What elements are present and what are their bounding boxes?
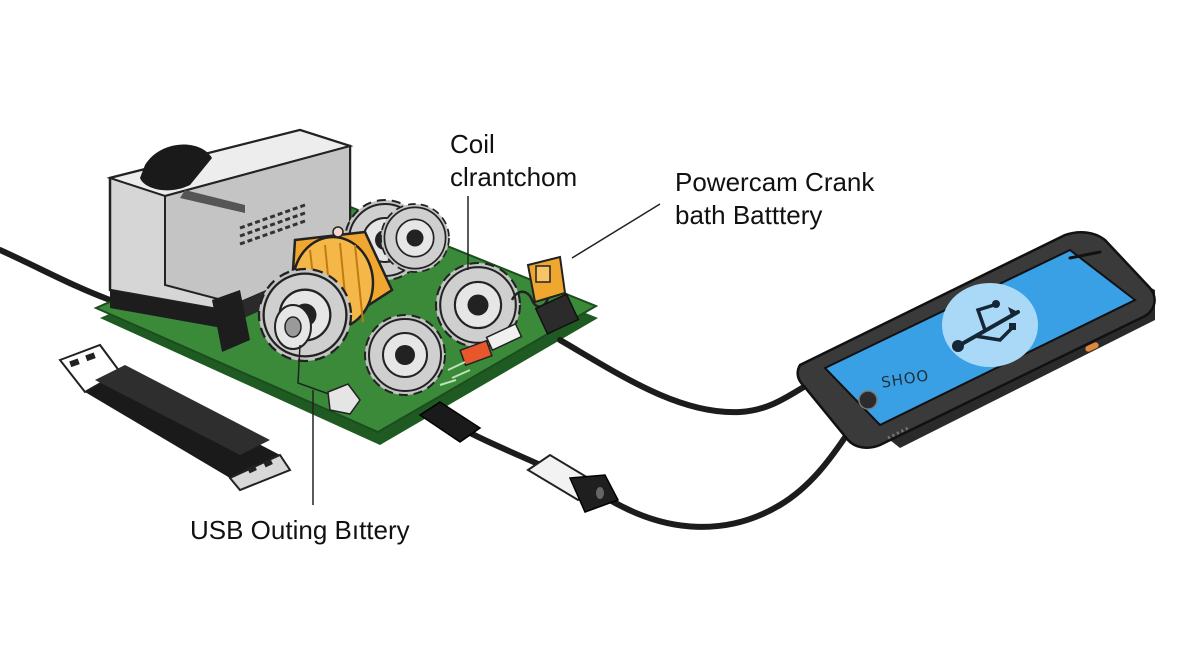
crank-handle [140, 144, 245, 213]
home-button [858, 390, 878, 410]
probe-wire [297, 344, 341, 399]
side-clip [212, 290, 250, 352]
board-socket [327, 383, 361, 415]
label-usb-outing: USB Outing Bıttery [190, 514, 410, 547]
label-coil: Coil clrantchom [450, 128, 577, 194]
gear-back-2 [380, 203, 450, 273]
capacitor-red [459, 339, 493, 367]
label-usb-outing-line1: USB Outing Bıttery [190, 515, 410, 545]
orange-connector [526, 255, 567, 304]
left-cable [0, 247, 113, 303]
speaker-grille [887, 425, 911, 440]
leader-powercam [571, 203, 661, 259]
shaft-bearing [274, 304, 312, 350]
cable-board-to-phone-bottom [452, 422, 853, 530]
cable-board-to-phone-top [557, 337, 823, 416]
usb-c-plug-board [418, 401, 482, 443]
label-coil-line1: Coil [450, 129, 495, 159]
cable-adapter [526, 453, 620, 513]
switch-block [534, 293, 580, 335]
vent-slots [239, 203, 306, 246]
gear-center [364, 314, 446, 396]
usb-flash-drive [58, 343, 292, 492]
label-powercam: Powercam Crank bath Batttery [675, 166, 874, 232]
label-powercam-line2: bath Batttery [675, 200, 823, 230]
label-powercam-line1: Powercam Crank [675, 167, 875, 197]
label-coil-line2: clrantchom [450, 162, 578, 192]
usb-icon [942, 283, 1038, 367]
board-traces [439, 361, 471, 386]
chip-small [485, 322, 523, 352]
